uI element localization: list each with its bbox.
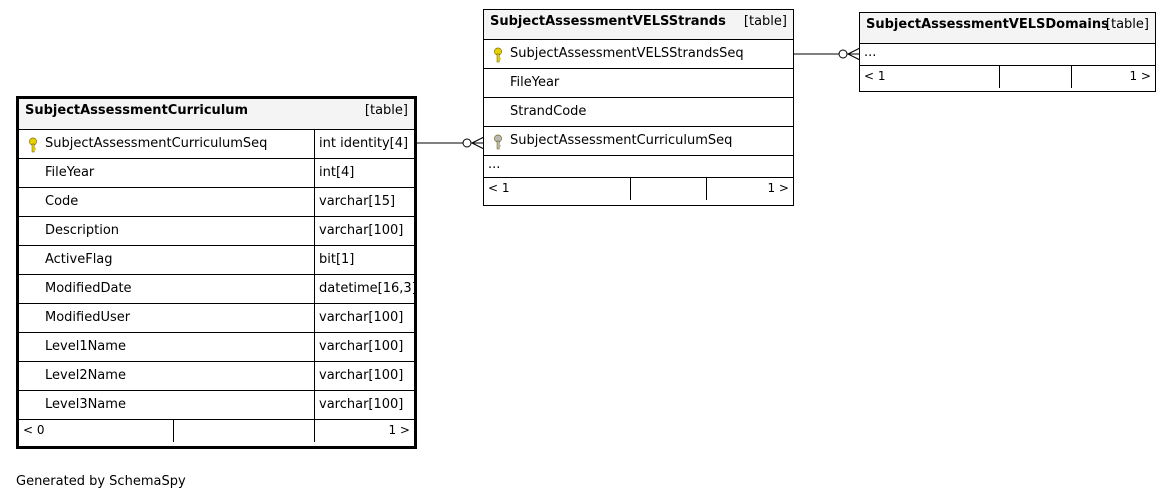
footer-spacer (999, 66, 1071, 88)
generator-caption: Generated by SchemaSpy (16, 474, 186, 489)
strands-to-domains-link (793, 47, 861, 61)
column-name: ModifiedDate (45, 281, 132, 296)
footer-children-count: < 1 (488, 181, 510, 195)
column-row: Level2Name varchar[100] (19, 362, 414, 391)
column-name: Description (45, 223, 120, 238)
column-row: Description varchar[100] (19, 217, 414, 246)
footer-spacer (630, 178, 706, 200)
column-name: SubjectAssessmentCurriculumSeq (45, 136, 268, 151)
column-row: Level1Name varchar[100] (19, 333, 414, 362)
column-name: Level2Name (45, 368, 126, 383)
footer-spacer (173, 420, 314, 442)
column-name: ModifiedUser (45, 310, 131, 325)
table-footer: < 1 1 > (484, 178, 793, 200)
footer-children-count: < 1 (864, 69, 886, 83)
column-name: Level3Name (45, 397, 126, 412)
column-type: varchar[15] (314, 188, 414, 216)
table-footer: < 1 1 > (860, 66, 1155, 88)
table-subject-assessment-curriculum[interactable]: SubjectAssessmentCurriculum [table] Subj… (16, 96, 417, 449)
table-header: SubjectAssessmentCurriculum [table] (19, 99, 414, 130)
column-row: Code varchar[15] (19, 188, 414, 217)
primary-key-icon (492, 47, 504, 63)
column-type: varchar[100] (314, 304, 414, 332)
column-type: varchar[100] (314, 362, 414, 390)
more-columns-ellipsis: ... (484, 156, 793, 178)
foreign-key-icon (492, 134, 504, 150)
column-type: int identity[4] (314, 130, 414, 158)
more-columns-ellipsis: ... (860, 44, 1155, 66)
column-name: StrandCode (510, 104, 587, 119)
column-type: int[4] (314, 159, 414, 187)
footer-parents-count: 1 > (1071, 66, 1155, 88)
table-type: [table] (1105, 17, 1149, 32)
column-type: bit[1] (314, 246, 414, 274)
column-name: Code (45, 194, 79, 209)
table-name: SubjectAssessmentVELSStrands (490, 14, 726, 29)
footer-children-count: < 0 (23, 423, 45, 437)
column-row: ModifiedDate datetime[16,3] (19, 275, 417, 304)
table-name: SubjectAssessmentVELSDomains (866, 17, 1109, 32)
table-header: SubjectAssessmentVELSDomains [table] (860, 13, 1155, 44)
table-type: [table] (743, 14, 787, 29)
column-row: Level3Name varchar[100] (19, 391, 414, 420)
table-subject-assessment-vels-domains[interactable]: SubjectAssessmentVELSDomains [table] ...… (859, 12, 1156, 92)
column-type: varchar[100] (314, 217, 414, 245)
column-name: FileYear (45, 165, 95, 180)
column-row: StrandCode (484, 98, 793, 127)
column-row: SubjectAssessmentCurriculumSeq (484, 127, 793, 156)
primary-key-icon (27, 137, 39, 153)
footer-parents-count: 1 > (706, 178, 793, 200)
column-name: SubjectAssessmentVELSStrandsSeq (510, 46, 744, 61)
column-row: FileYear int[4] (19, 159, 414, 188)
column-row: ModifiedUser varchar[100] (19, 304, 414, 333)
table-name: SubjectAssessmentCurriculum (25, 103, 249, 118)
column-type: varchar[100] (314, 333, 414, 361)
table-subject-assessment-vels-strands[interactable]: SubjectAssessmentVELSStrands [table] Sub… (483, 9, 794, 206)
table-header: SubjectAssessmentVELSStrands [table] (484, 10, 793, 40)
column-name: SubjectAssessmentCurriculumSeq (510, 133, 733, 148)
column-name: ActiveFlag (45, 252, 113, 267)
column-type: varchar[100] (314, 391, 414, 419)
column-name: FileYear (510, 75, 560, 90)
column-row: SubjectAssessmentVELSStrandsSeq (484, 40, 793, 69)
column-row: SubjectAssessmentCurriculumSeq int identi… (19, 130, 414, 159)
column-type: datetime[16,3] (314, 275, 417, 303)
column-row: FileYear (484, 69, 793, 98)
table-footer: < 0 1 > (19, 420, 414, 442)
table-type: [table] (364, 103, 408, 118)
curriculum-to-strands-link (416, 136, 485, 150)
footer-parents-count: 1 > (314, 420, 414, 442)
column-name: Level1Name (45, 339, 126, 354)
column-row: ActiveFlag bit[1] (19, 246, 414, 275)
